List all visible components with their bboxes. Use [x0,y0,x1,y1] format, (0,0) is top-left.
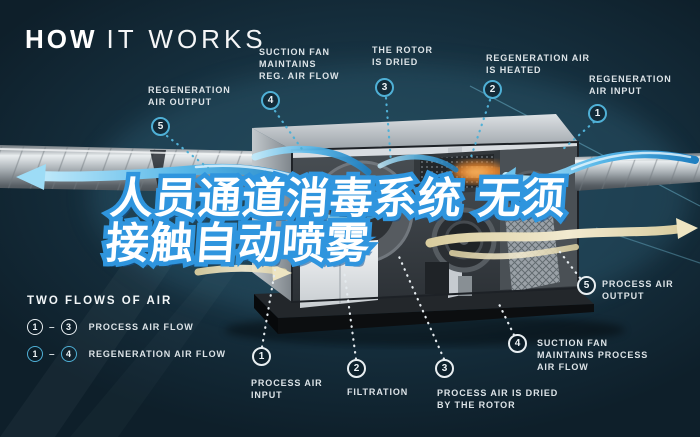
leader-regen-input [560,120,596,152]
legend: TWO FLOWS OF AIR 1 – 3 PROCESS AIR FLOW … [27,295,226,373]
label-regen-fan: SUCTION FAN MAINTAINS REG. AIR FLOW [259,47,340,81]
marker-process-3: 3 [435,359,454,378]
leader-lines [165,96,596,361]
marker-regen-1: 1 [588,104,607,123]
marker-regen-4: 4 [261,91,280,110]
label-regen-output: REGENERATION AIR OUTPUT [148,85,231,107]
component-box [425,262,449,294]
title-word-bold: HOW [25,24,98,54]
legend-label-regeneration: REGENERATION AIR FLOW [88,349,226,359]
label-process-dried: PROCESS AIR IS DRIED BY THE ROTOR [437,388,559,410]
marker-process-5: 5 [577,276,596,295]
label-regen-input: REGENERATION AIR INPUT [589,74,672,96]
marker-process-4: 4 [508,334,527,353]
leader-process-input [260,268,277,349]
page-title: HOW IT WORKS [25,24,267,55]
legend-row-process: 1 – 3 PROCESS AIR FLOW [27,319,226,335]
unit-top-panel [252,114,578,150]
blue-arrowhead [16,164,46,190]
filter-panel [505,208,560,292]
marker-process-1: 1 [252,347,271,366]
headline-line-1: 人员通道消毒系统 无须 [108,174,567,224]
legend-circle-process-end: 3 [60,319,77,335]
marker-regen-5: 5 [151,117,170,136]
legend-label-process: PROCESS AIR FLOW [88,322,194,332]
legend-circle-process-start: 1 [27,319,43,335]
label-filtration: FILTRATION [347,387,409,397]
legend-dash: – [49,348,55,360]
light-streak [469,85,700,207]
leader-process-fan [496,300,516,337]
label-process-fan: SUCTION FAN MAINTAINS PROCESS AIR FLOW [537,338,649,372]
component-cylinder [458,276,472,296]
marker-regen-2: 2 [483,80,502,99]
marker-process-2: 2 [347,359,366,378]
leader-regen-fan [273,109,306,154]
cream-arrowhead [676,218,698,239]
label-regen-heated: REGENERATION AIR IS HEATED [486,53,590,75]
headline-line-2: 接触自动喷雾 [104,219,371,269]
legend-title: TWO FLOWS OF AIR [27,295,173,307]
leader-regen-heated [468,98,492,162]
leader-process-dried [395,250,446,361]
legend-circle-regen-end: 4 [60,346,77,362]
title-word-light: IT WORKS [106,24,267,54]
legend-circle-regen-start: 1 [27,346,43,362]
legend-row-regeneration: 1 – 4 REGENERATION AIR FLOW [27,346,226,362]
label-process-input: PROCESS AIR INPUT [251,378,323,400]
leader-process-output [558,250,582,280]
marker-regen-3: 3 [375,78,394,97]
leader-rotor-dried [384,96,393,164]
label-process-output: PROCESS AIR OUTPUT [602,279,674,301]
leader-filtration [342,268,358,361]
label-rotor-dried: THE ROTOR IS DRIED [372,45,433,67]
legend-dash: – [49,321,55,333]
